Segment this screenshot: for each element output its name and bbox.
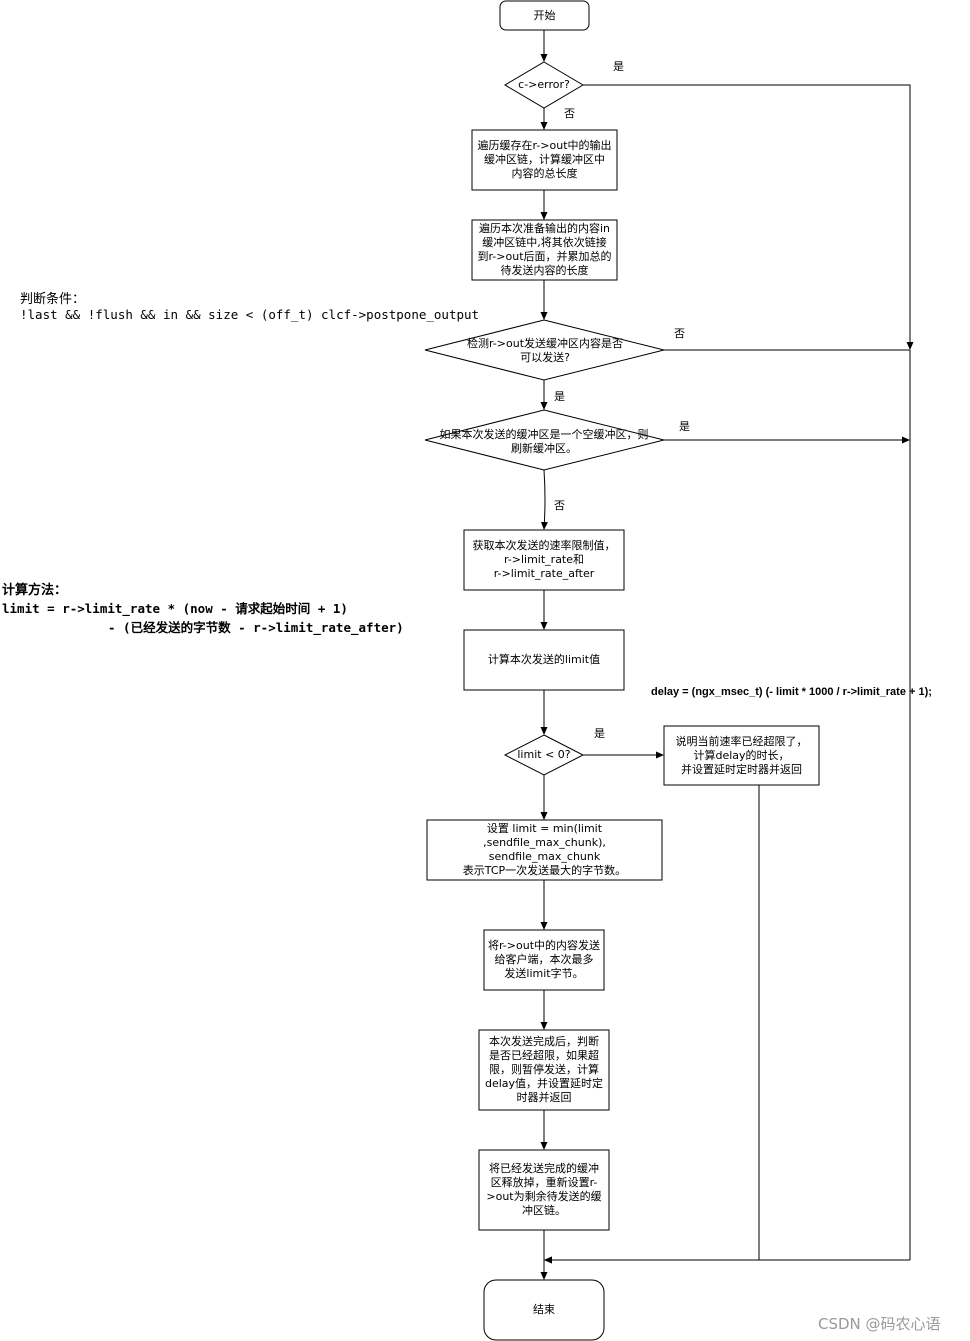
edge-label-limit-yes: 是 bbox=[594, 727, 605, 740]
get-rate-shape bbox=[463, 529, 625, 591]
error-decision-label: c->error? bbox=[518, 78, 570, 91]
edge-delay-to-end bbox=[544, 785, 760, 1264]
edge-label-error-no: 否 bbox=[564, 107, 575, 120]
edge-label-empty-yes: 是 bbox=[679, 420, 690, 433]
edge-empty-rate bbox=[540, 469, 548, 530]
condition-note-title: 判断条件： bbox=[20, 292, 86, 307]
limit-decision-label: limit < 0? bbox=[517, 748, 571, 761]
get-rate-label: 获取本次发送的速率限制值， r->limit_rate和 r->limit_ra… bbox=[472, 539, 616, 580]
calc-note-title: 计算方法： bbox=[2, 583, 68, 598]
set-delay-shape bbox=[663, 725, 820, 786]
edge-label-cansend-no: 否 bbox=[674, 327, 685, 340]
after-send-label: 本次发送完成后，判断 是否已经超限，如果超 限，则暂停发送，计算 delay值，… bbox=[484, 1035, 604, 1104]
send-label: 将r->out中的内容发送 给客户端，本次最多 发送limit字节。 bbox=[487, 939, 601, 980]
end-shape bbox=[483, 1279, 605, 1341]
edge-label-empty-no: 否 bbox=[554, 499, 565, 512]
set-limit-shape bbox=[426, 819, 663, 881]
calc-limit-label: 计算本次发送的limit值 bbox=[487, 653, 601, 666]
start-label: 开始 bbox=[533, 8, 556, 22]
delay-formula-note: delay = (ngx_msec_t) (- limit * 1000 / r… bbox=[651, 686, 932, 698]
traverse-cached-shape bbox=[471, 129, 618, 191]
calc-note-line1: limit = r->limit_rate * (now - 请求起始时间 + … bbox=[2, 601, 348, 616]
send-shape bbox=[483, 929, 605, 991]
calc-limit-shape bbox=[463, 629, 625, 691]
watermark: CSDN @码农心语 bbox=[818, 1315, 941, 1333]
edge-label-error-yes: 是 bbox=[613, 60, 624, 73]
calc-note-line2: - (已经发送的字节数 - r->limit_rate_after) bbox=[108, 620, 404, 635]
release-shape bbox=[478, 1149, 610, 1231]
append-in-label: 遍历本次准备输出的内容in 缓冲区链中,将其依次链接 到r->out后面，并累加… bbox=[477, 222, 612, 277]
append-in-shape bbox=[471, 219, 618, 281]
edge-error-yes bbox=[583, 84, 914, 350]
empty-buffer-decision-label: 如果本次发送的缓冲区是一个空缓冲区，则 刷新缓冲区。 bbox=[439, 428, 649, 455]
set-delay-label: 说明当前速率已经超限了， 计算delay的时长， 并设置延时定时器并返回 bbox=[675, 734, 808, 776]
end-label: 结束 bbox=[533, 1303, 555, 1316]
condition-note-code: !last && !flush && in && size < (off_t) … bbox=[20, 307, 480, 322]
set-limit-label: 设置 limit = min(limit ,sendfile_max_chunk… bbox=[462, 822, 627, 877]
traverse-cached-label: 遍历缓存在r->out中的输出 缓冲区链，计算缓冲区中 内容的总长度 bbox=[477, 139, 612, 180]
edge-label-cansend-yes: 是 bbox=[554, 390, 565, 403]
can-send-decision-label: 检测r->out发送缓冲区内容是否 可以发送? bbox=[466, 337, 624, 364]
release-label: 将已经发送完成的缓冲 区释放掉，重新设置r- >out为剩余待发送的缓 冲区链。 bbox=[486, 1162, 602, 1217]
